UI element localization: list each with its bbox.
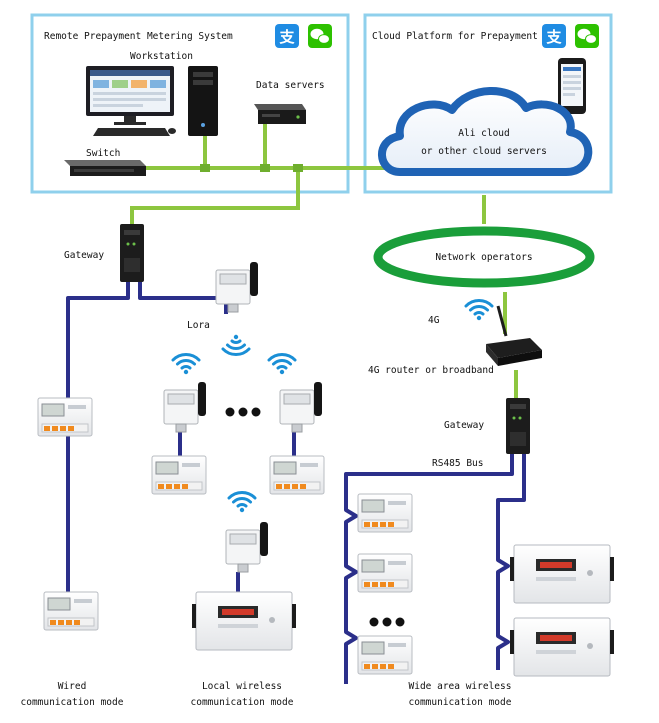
keyboard-icon xyxy=(93,128,176,136)
rs485-bus-left xyxy=(66,282,296,592)
local-meter xyxy=(151,455,207,495)
lora-module-node xyxy=(163,381,207,433)
switch-icon xyxy=(64,160,146,176)
network-operators-ring xyxy=(373,226,595,288)
alipay-glyph: 支 xyxy=(278,28,295,46)
cloud-icon xyxy=(378,87,593,176)
wide-mode-line2: communication mode xyxy=(409,697,512,708)
local-mode-line1: Local wireless xyxy=(202,681,282,692)
wide-mode-line1: Wide area wireless xyxy=(409,681,512,692)
network-operators-label: Network operators xyxy=(435,252,532,263)
alipay-glyph: 支 xyxy=(545,28,562,46)
lora-label: Lora xyxy=(187,320,210,331)
data-servers-label: Data servers xyxy=(256,80,325,91)
wifi-icon xyxy=(221,333,251,357)
gateway-device-left xyxy=(120,224,144,282)
gateway-right-label: Gateway xyxy=(444,420,484,431)
phone-icon xyxy=(558,58,586,114)
fourg-label: 4G xyxy=(428,315,440,326)
remote-panel-title: Remote Prepayment Metering System xyxy=(44,31,233,42)
wide-area-big-meter xyxy=(509,544,615,604)
gateway-device-right xyxy=(506,398,530,454)
cloud-panel-title: Cloud Platform for Prepayment xyxy=(372,31,538,42)
wired-mode-line2: communication mode xyxy=(21,697,124,708)
wide-area-big-meter xyxy=(509,617,615,677)
local-mode-line2: communication mode xyxy=(191,697,294,708)
rs485-bus-label: RS485 Bus xyxy=(432,458,483,469)
server-icon xyxy=(254,104,306,124)
alipay-icon: 支 xyxy=(275,24,299,48)
wired-meter-bottom xyxy=(43,591,99,631)
wide-area-meter xyxy=(357,493,413,533)
wifi-icon xyxy=(171,352,201,376)
wired-mode-line1: Wired xyxy=(58,681,87,692)
wechat-icon xyxy=(575,24,599,48)
alipay-icon: 支 xyxy=(542,24,566,48)
switch-port-node xyxy=(260,164,270,172)
wifi-icon xyxy=(267,352,297,376)
workstation-label: Workstation xyxy=(130,51,193,62)
router-label: 4G router or broadband xyxy=(368,365,494,376)
lora-module-node xyxy=(225,521,269,573)
wifi-icon xyxy=(227,490,257,514)
cloud-label-line2: or other cloud servers xyxy=(421,146,547,157)
local-meter xyxy=(269,455,325,495)
monitor-icon xyxy=(86,66,174,125)
ellipsis-dots xyxy=(225,407,261,417)
lora-module-node xyxy=(279,381,323,433)
wechat-icon xyxy=(308,24,332,48)
wide-area-meter xyxy=(357,635,413,675)
wide-area-meter xyxy=(357,553,413,593)
pc-tower-icon xyxy=(188,66,218,136)
switch-label: Switch xyxy=(86,148,120,159)
switch-port-node xyxy=(200,164,210,172)
router-icon xyxy=(486,305,542,366)
gateway-left-label: Gateway xyxy=(64,250,104,261)
rs485-bus-right xyxy=(344,454,526,684)
cloud-label-line1: Ali cloud xyxy=(458,128,509,139)
local-big-meter xyxy=(191,591,297,651)
ellipsis-dots xyxy=(369,617,405,627)
wifi-icon xyxy=(464,298,494,322)
wired-meter-top xyxy=(37,397,93,437)
lora-module-main xyxy=(215,261,259,313)
switch-port-node xyxy=(293,164,303,172)
